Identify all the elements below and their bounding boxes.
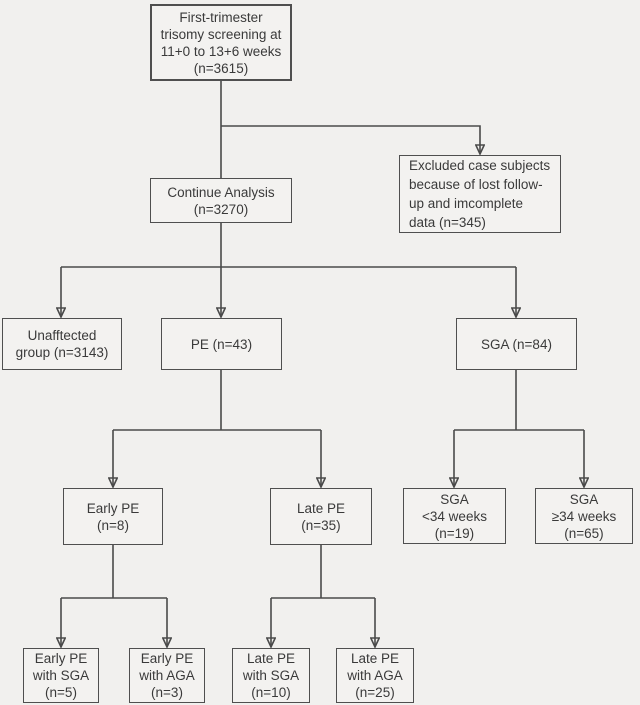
node-sga-ge34-label: SGA ≥34 weeks (n=65): [551, 491, 617, 541]
node-early-pe: Early PE (n=8): [63, 488, 163, 545]
node-pe: PE (n=43): [161, 318, 282, 370]
node-excluded-label: Excluded case subjects because of lost f…: [409, 158, 551, 230]
node-excluded: Excluded case subjects because of lost f…: [399, 155, 561, 233]
node-sga-lt34-label: SGA <34 weeks (n=19): [422, 491, 487, 541]
node-early-pe-aga: Early PE with AGA (n=3): [129, 648, 205, 703]
connector-screening-to-excluded: [221, 125, 480, 154]
node-unaffected: Unafftected group (n=3143): [2, 318, 122, 370]
node-late-pe-aga: Late PE with AGA (n=25): [336, 648, 414, 703]
node-early-pe-aga-label: Early PE with AGA (n=3): [139, 651, 195, 700]
node-sga-ge34: SGA ≥34 weeks (n=65): [535, 488, 633, 544]
node-early-pe-sga: Early PE with SGA (n=5): [23, 648, 99, 703]
node-screening: First-trimester trisomy screening at 11+…: [150, 4, 292, 81]
node-late-pe: Late PE (n=35): [270, 488, 372, 545]
node-continue-analysis-label: Continue Analysis (n=3270): [167, 184, 275, 217]
node-late-pe-sga-label: Late PE with SGA (n=10): [242, 651, 300, 700]
node-sga-label: SGA (n=84): [481, 336, 552, 352]
node-pe-label: PE (n=43): [190, 336, 253, 352]
node-unaffected-label: Unafftected group (n=3143): [15, 328, 109, 360]
node-sga: SGA (n=84): [456, 318, 577, 370]
node-early-pe-sga-label: Early PE with SGA (n=5): [32, 651, 90, 700]
node-screening-label: First-trimester trisomy screening at 11+…: [160, 9, 282, 76]
node-late-pe-label: Late PE (n=35): [296, 500, 346, 533]
node-sga-lt34: SGA <34 weeks (n=19): [403, 488, 506, 544]
node-late-pe-sga: Late PE with SGA (n=10): [232, 648, 310, 703]
node-early-pe-label: Early PE (n=8): [86, 500, 140, 533]
node-continue-analysis: Continue Analysis (n=3270): [150, 178, 292, 223]
node-late-pe-aga-label: Late PE with AGA (n=25): [347, 651, 403, 700]
